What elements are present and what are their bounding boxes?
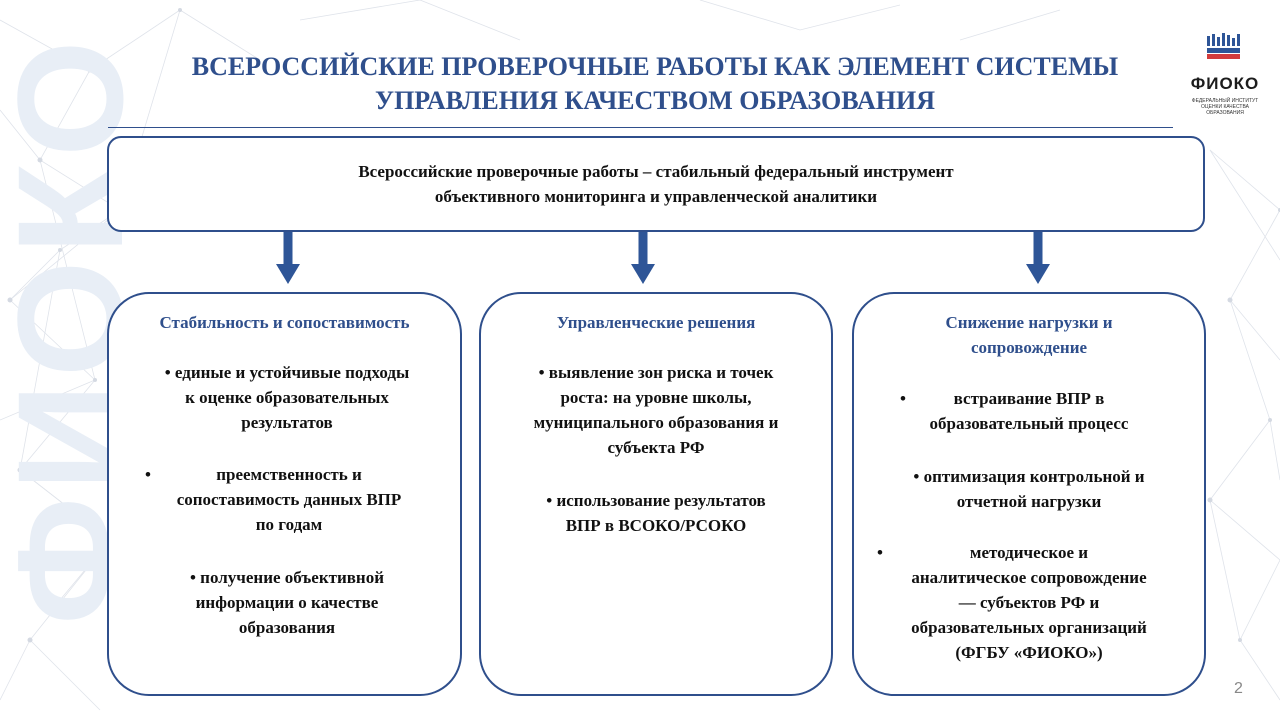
down-arrow-icon: [276, 232, 300, 284]
summary-line2: объективного мониторинга и управленческо…: [434, 187, 878, 206]
item-line: сопоставимость данных ВПР: [176, 490, 402, 509]
fioko-logo: ФИОКО ФЕДЕРАЛЬНЫЙ ИНСТИТУТ ОЦЕНКИ КАЧЕСТ…: [1180, 30, 1270, 116]
item-line: аналитическое сопровождение: [911, 568, 1147, 587]
item-line: роста: на уровне школы,: [560, 388, 752, 407]
summary-box: Всероссийские проверочные работы – стаби…: [107, 136, 1205, 232]
summary-text: Всероссийские проверочные работы – стаби…: [266, 159, 1046, 209]
item-line: результатов: [241, 413, 333, 432]
card-load-reduction: Снижение нагрузки и сопровождение • встр…: [852, 292, 1206, 696]
bullet: •: [900, 389, 906, 408]
card-item: • выявление зон риска и точек роста: на …: [491, 360, 821, 460]
item-line: образовательных организаций: [911, 618, 1147, 637]
item-line: (ФГБУ «ФИОКО»): [955, 643, 1103, 662]
item-line: преемственность и: [216, 465, 362, 484]
item-line: • единые и устойчивые подходы: [164, 363, 410, 382]
page-title-line2: УПРАВЛЕНИЯ КАЧЕСТВОМ ОБРАЗОВАНИЯ: [374, 86, 935, 115]
card-title-line2: сопровождение: [970, 338, 1088, 357]
card-item: • получение объективной информации о кач…: [127, 565, 447, 640]
card-item: • единые и устойчивые подходы к оценке о…: [127, 360, 447, 435]
down-arrow-icon: [1026, 232, 1050, 284]
item-line: к оценке образовательных: [185, 388, 389, 407]
card-management: Управленческие решения • выявление зон р…: [479, 292, 833, 696]
page-title: ВСЕРОССИЙСКИЕ ПРОВЕРОЧНЫЕ РАБОТЫ КАК ЭЛЕ…: [110, 50, 1200, 118]
item-line-with-bullet: • встраивание ВПР в: [879, 386, 1179, 411]
card-title: Снижение нагрузки и сопровождение: [854, 310, 1204, 360]
item-line: • оптимизация контрольной и: [913, 467, 1145, 486]
down-arrow-icon: [631, 232, 655, 284]
logo-subtitle: ФЕДЕРАЛЬНЫЙ ИНСТИТУТ ОЦЕНКИ КАЧЕСТВА ОБР…: [1191, 98, 1259, 116]
item-line: • получение объективной: [189, 568, 385, 587]
card-title: Стабильность и сопоставимость: [159, 313, 410, 332]
bullet: •: [145, 465, 151, 484]
item-line-with-bullet: • методическое и: [874, 540, 1184, 565]
item-line: отчетной нагрузки: [956, 492, 1102, 511]
card-item: • оптимизация контрольной и отчетной наг…: [864, 464, 1194, 514]
bullet: •: [877, 543, 883, 562]
card-title: Управленческие решения: [556, 313, 756, 332]
card-item: • использование результатов ВПР в ВСОКО/…: [491, 488, 821, 538]
summary-line1: Всероссийские проверочные работы – стаби…: [358, 162, 954, 181]
item-line: ВПР в ВСОКО/РСОКО: [565, 516, 747, 535]
page-number: 2: [1234, 680, 1243, 697]
item-line: встраивание ВПР в: [953, 389, 1105, 408]
item-line: по годам: [255, 515, 323, 534]
logo-bars-icon: [1207, 33, 1240, 59]
card-stability: Стабильность и сопоставимость • единые и…: [107, 292, 462, 696]
item-line: • выявление зон риска и точек: [538, 363, 774, 382]
page-title-line1: ВСЕРОССИЙСКИЕ ПРОВЕРОЧНЫЕ РАБОТЫ КАК ЭЛЕ…: [191, 52, 1119, 81]
item-line-with-bullet: • преемственность и: [139, 462, 439, 487]
item-line: • использование результатов: [546, 491, 766, 510]
item-line: образовательный процесс: [929, 414, 1129, 433]
item-line: муниципального образования и: [533, 413, 779, 432]
item-line: методическое и: [969, 543, 1089, 562]
item-line: информации о качестве: [195, 593, 379, 612]
card-item: • встраивание ВПР в образовательный проц…: [879, 386, 1179, 436]
item-line: — субъектов РФ и: [958, 593, 1100, 612]
title-divider: [108, 127, 1173, 128]
logo-name: ФИОКО: [1190, 74, 1260, 93]
item-line: образования: [238, 618, 336, 637]
card-title-line1: Снижение нагрузки и: [945, 313, 1113, 332]
card-item: • методическое и аналитическое сопровожд…: [874, 540, 1184, 665]
card-item: • преемственность и сопоставимость данны…: [139, 462, 439, 537]
item-line: субъекта РФ: [607, 438, 705, 457]
